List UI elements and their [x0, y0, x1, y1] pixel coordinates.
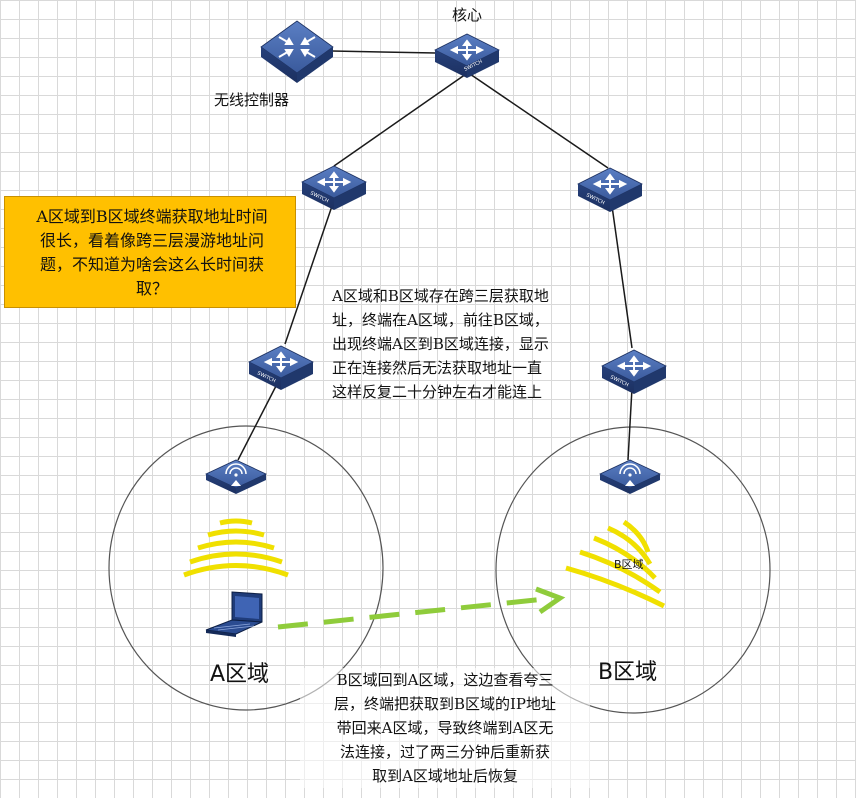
roam-arrow-head [535, 586, 566, 615]
access-point-b-icon [599, 459, 661, 494]
laptop-icon [205, 591, 263, 637]
link-access-left-ap-a [237, 385, 277, 461]
link-access-right-ap-b [627, 387, 633, 461]
question-callout-text: A区域到B区域终端获取地址时间 很长，看着像跨三层漫游地址问 题，不知道为啥会这… [36, 207, 268, 298]
wifi-signal-b-icon [565, 519, 666, 609]
bottom-note: B区域回到A区域，这边查看夸三 层，终端把获取到B区域的IP地址 带回来A区域，… [300, 668, 590, 788]
access-switch-left-icon: SWITCH [248, 345, 314, 391]
wireless-controller-icon [260, 20, 334, 83]
area-b-label: B区域 [598, 660, 658, 685]
area-b-inner-label: B区域 [614, 558, 644, 571]
question-callout: A区域到B区域终端获取地址时间 很长，看着像跨三层漫游地址问 题，不知道为啥会这… [4, 196, 296, 308]
area-a-circle [108, 425, 384, 711]
link-dist-left-access-left [284, 205, 333, 345]
wifi-signal-a-icon [183, 518, 289, 578]
link-controller-core [331, 50, 437, 54]
link-core-dist-right [469, 73, 609, 169]
distribution-switch-right-icon: SWITCH [577, 167, 643, 213]
link-dist-right-access-right [611, 205, 633, 349]
area-a-label: A区域 [210, 662, 270, 687]
distribution-switch-left-icon: SWITCH [301, 165, 367, 211]
core-switch-icon: SWITCH [434, 33, 500, 79]
access-point-a-icon [205, 459, 267, 494]
controller-label: 无线控制器 [214, 91, 290, 109]
middle-note: A区域和B区域存在跨三层获取地 址，终端在A区域，前往B区域， 出现终端A区到B… [332, 287, 549, 401]
roam-arrow-line [277, 596, 546, 630]
link-core-dist-left [333, 73, 467, 167]
area-b-circle [495, 426, 771, 714]
core-label: 核心 [452, 6, 483, 24]
